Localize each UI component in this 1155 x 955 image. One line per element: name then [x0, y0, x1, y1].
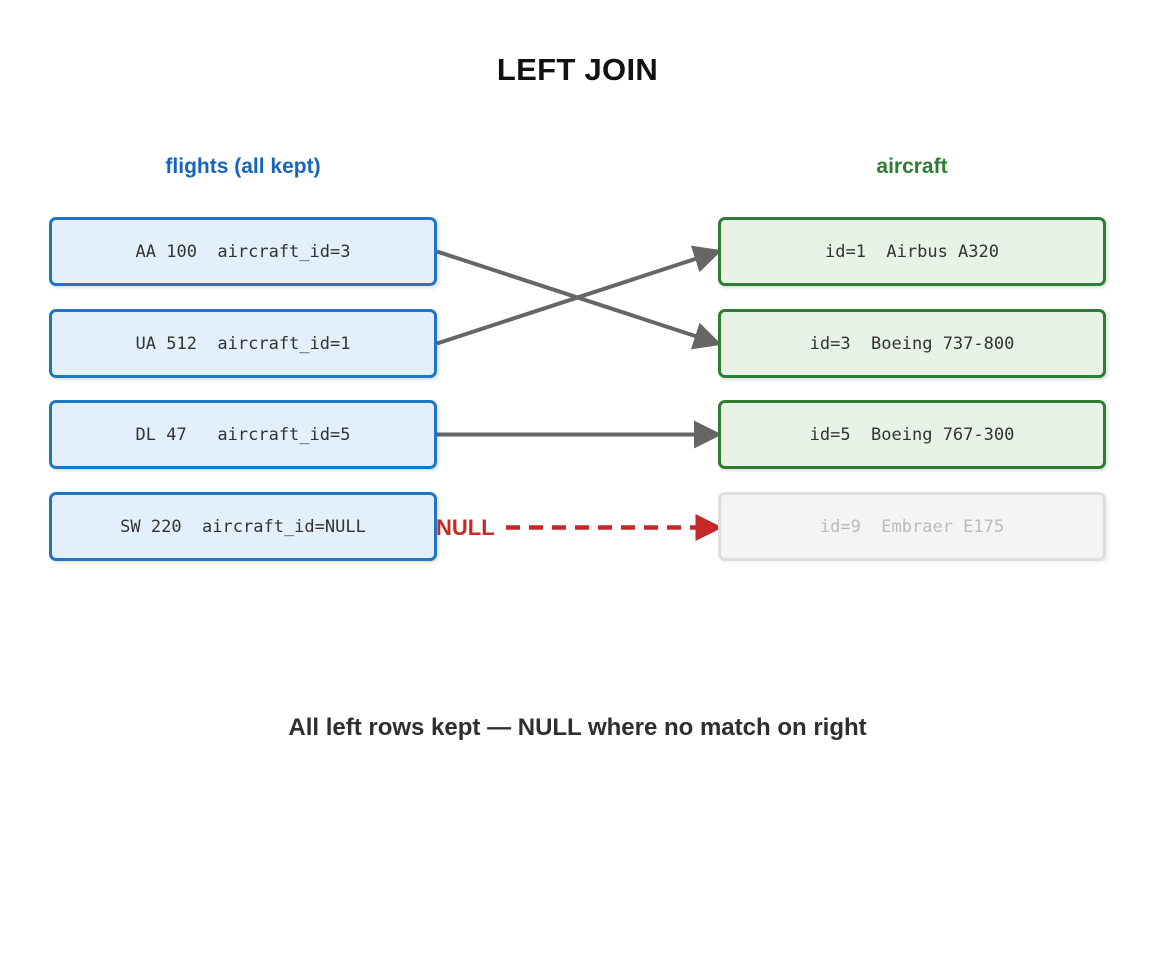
page-title: LEFT JOIN — [496, 52, 659, 87]
left-row-1[interactable]: UA 512 aircraft_id=1 — [49, 309, 437, 378]
right-row-0[interactable]: id=1 Airbus A320 — [718, 217, 1106, 286]
right-row-2[interactable]: id=5 Boeing 767-300 — [718, 400, 1106, 469]
right-table-header: aircraft — [876, 155, 948, 178]
null-label: NULL — [436, 515, 495, 540]
left-row-2[interactable]: DL 47 aircraft_id=5 — [49, 400, 437, 469]
right-row-1[interactable]: id=3 Boeing 737-800 — [718, 309, 1106, 378]
connector-line-2 — [436, 245, 722, 346]
left-table-header: flights (all kept) — [165, 155, 321, 178]
left-row-3[interactable]: SW 220 aircraft_id=NULL — [49, 492, 437, 561]
right-row-3-unmatched[interactable]: id=9 Embraer E175 — [718, 492, 1106, 561]
diagram-caption: All left rows kept — NULL where no match… — [288, 714, 867, 741]
left-row-0[interactable]: AA 100 aircraft_id=3 — [49, 217, 437, 286]
